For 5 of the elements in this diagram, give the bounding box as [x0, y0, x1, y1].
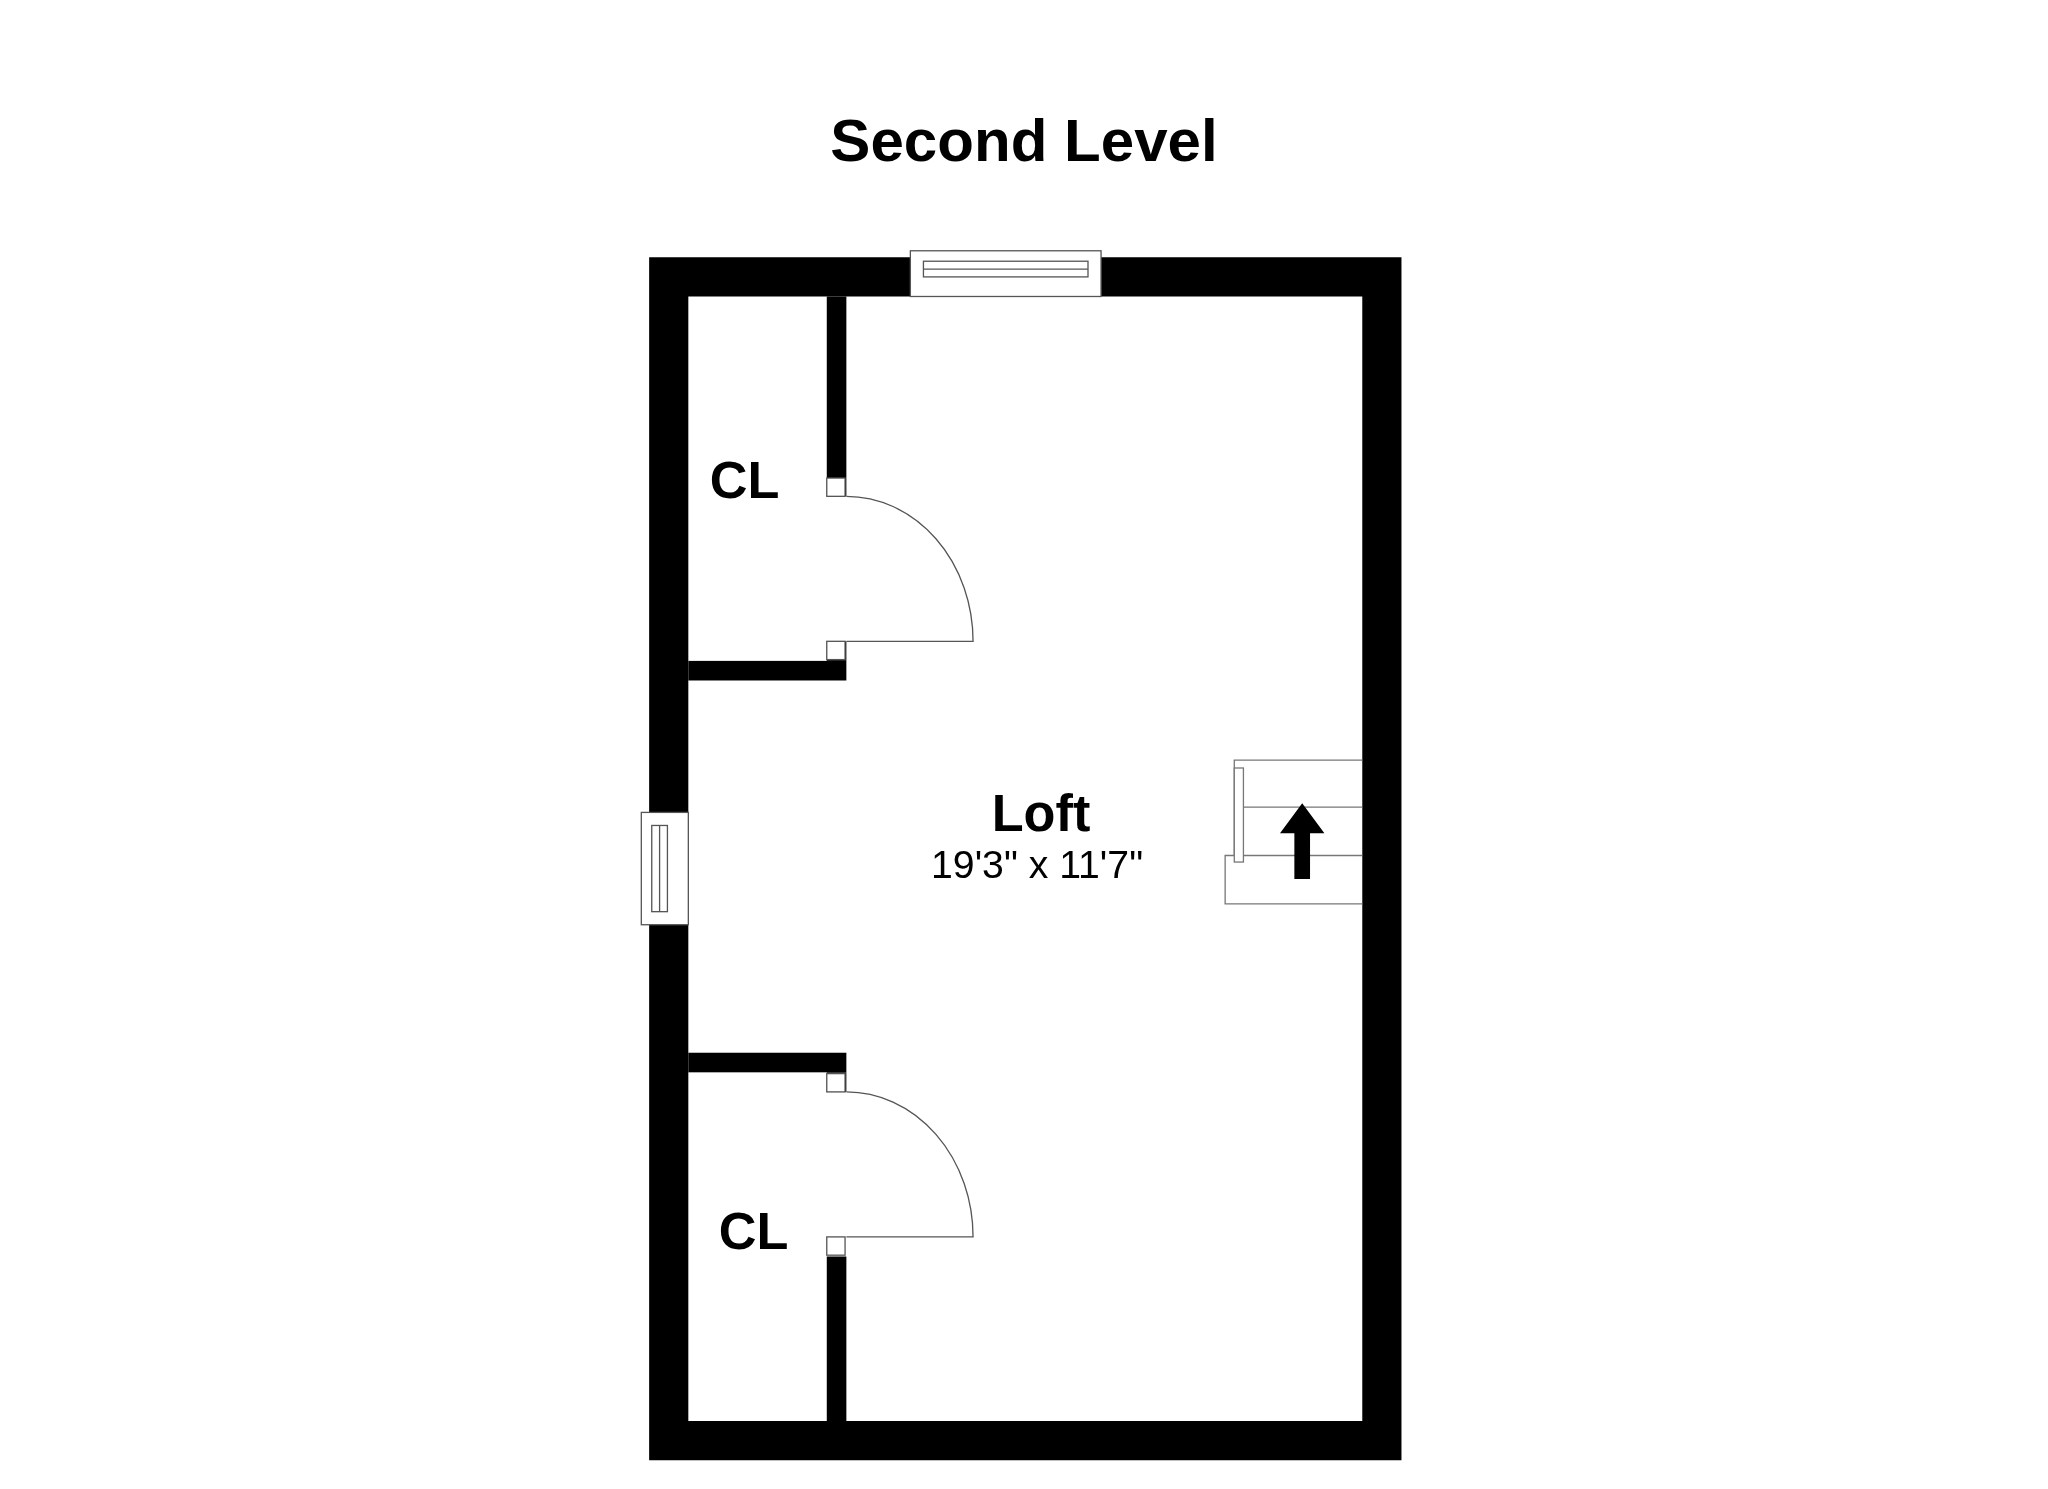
room-name: Loft — [991, 786, 1091, 839]
room-name: CL — [709, 453, 780, 506]
room-dimensions: 19'3" x 11'7" — [931, 845, 1144, 885]
room-name: CL — [718, 1204, 789, 1257]
plan-title: Second Level — [830, 109, 1218, 170]
